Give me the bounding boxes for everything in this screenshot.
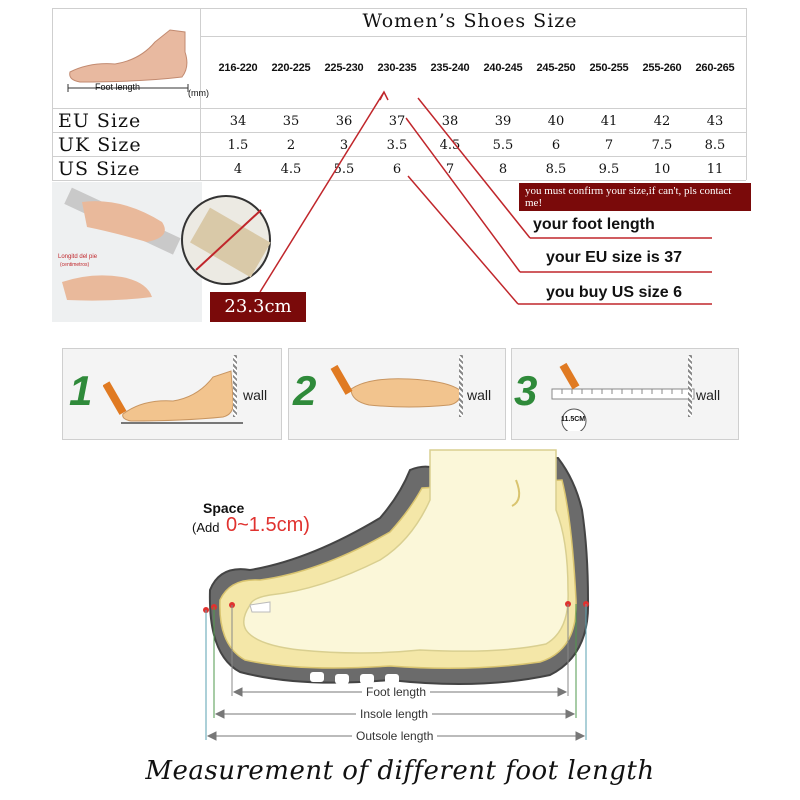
range-cell: 220-225: [271, 62, 311, 74]
callout-foot-length: your foot length: [533, 216, 655, 233]
table-cell: 41: [600, 114, 618, 129]
row-label-uk: UK Size: [58, 134, 142, 156]
ruler-photo: Longitd del pie (centimetros): [52, 182, 202, 322]
table-cell: 4: [233, 162, 243, 177]
size-notice: you must confirm your size,if can't, pls…: [519, 183, 751, 211]
table-cell: 6: [551, 138, 561, 153]
page-caption: Measurement of different foot length: [145, 756, 655, 786]
foot-length-label: Foot length: [362, 685, 431, 699]
table-cell: 42: [653, 114, 671, 129]
table-cell: 10: [653, 162, 671, 177]
table-cell: 8: [498, 162, 508, 177]
table-cell: 3: [339, 138, 349, 153]
callout-us-size: you buy US size 6: [546, 284, 683, 301]
range-cell: 216-220: [218, 62, 258, 74]
table-cell: 9.5: [598, 162, 620, 177]
range-cell: 235-240: [430, 62, 470, 74]
table-cell: 4.5: [280, 162, 302, 177]
row-label-us: US Size: [58, 158, 141, 180]
ruler-caption-sub: (centimetros): [60, 262, 90, 268]
foot-length-header-label: Foot length: [95, 82, 141, 92]
measure-badge: 11.5CM: [561, 416, 586, 423]
outsole-length-label: Outsole length: [352, 729, 438, 743]
foot-side-illustration: [67, 29, 189, 92]
measurement-tag: 23.3cm: [210, 292, 306, 322]
table-cell: 5.5: [492, 138, 514, 153]
table-cell: 39: [494, 114, 512, 129]
range-cell: 260-265: [695, 62, 735, 74]
table-cell: 43: [706, 114, 724, 129]
step-number: 3: [514, 367, 538, 414]
wall-hatch: [459, 355, 463, 417]
step-number: 1: [69, 367, 93, 414]
table-cell: 35: [282, 114, 300, 129]
range-cell: 250-255: [589, 62, 629, 74]
ruler-step-icon: [551, 362, 695, 431]
range-cell: 230-235: [377, 62, 417, 74]
table-cell: 8.5: [545, 162, 567, 177]
range-cell: 255-260: [642, 62, 682, 74]
table-cell: 4.5: [439, 138, 461, 153]
table-cell: 6: [392, 162, 402, 177]
wall-label: wall: [243, 387, 268, 403]
shoe-diagram: [203, 449, 590, 741]
ruler-measure-illustration: [62, 187, 181, 301]
range-cell: 225-230: [324, 62, 364, 74]
ruler-caption: Longitd del pie: [58, 254, 98, 260]
unit-label: (mm): [188, 88, 209, 98]
table-cell: 7: [445, 162, 455, 177]
step-box-1: 1 wall: [62, 348, 282, 440]
wall-label: wall: [467, 387, 492, 403]
callout-eu-size: your EU size is 37: [546, 249, 683, 266]
range-cell: 245-250: [536, 62, 576, 74]
table-cell: 37: [388, 114, 406, 129]
space-range: 0~1.5cm): [226, 514, 310, 536]
insole-length-label: Insole length: [356, 707, 433, 721]
table-cell: 36: [335, 114, 353, 129]
row-label-eu: EU Size: [58, 110, 142, 132]
table-cell: 8.5: [704, 138, 726, 153]
callout-connectors: [259, 90, 712, 305]
table-cell: 1.5: [227, 138, 249, 153]
step-box-3: 3 11.5CM wall: [511, 348, 739, 440]
table-cell: 2: [286, 138, 296, 153]
table-cell: 11: [706, 162, 724, 177]
step-box-2: 2 wall: [288, 348, 506, 440]
foot-side-step-icon: [103, 370, 243, 424]
step-number: 2: [293, 367, 317, 414]
table-cell: 40: [547, 114, 565, 129]
wall-label: wall: [696, 387, 721, 403]
foot-shape: [243, 449, 569, 654]
table-title: Women’s Shoes Size: [362, 10, 578, 32]
foot-top-step-icon: [330, 364, 462, 408]
space-add-label: (Add: [192, 520, 220, 535]
space-title: Space: [203, 500, 245, 516]
table-cell: 34: [229, 114, 247, 129]
table-cell: 3.5: [386, 138, 408, 153]
wall-hatch: [688, 355, 692, 417]
ruler-zoom-circle: [181, 195, 271, 285]
table-cell: 38: [441, 114, 459, 129]
table-cell: 7: [604, 138, 614, 153]
range-cell: 240-245: [483, 62, 523, 74]
table-cell: 7.5: [651, 138, 673, 153]
wall-hatch: [233, 355, 237, 417]
